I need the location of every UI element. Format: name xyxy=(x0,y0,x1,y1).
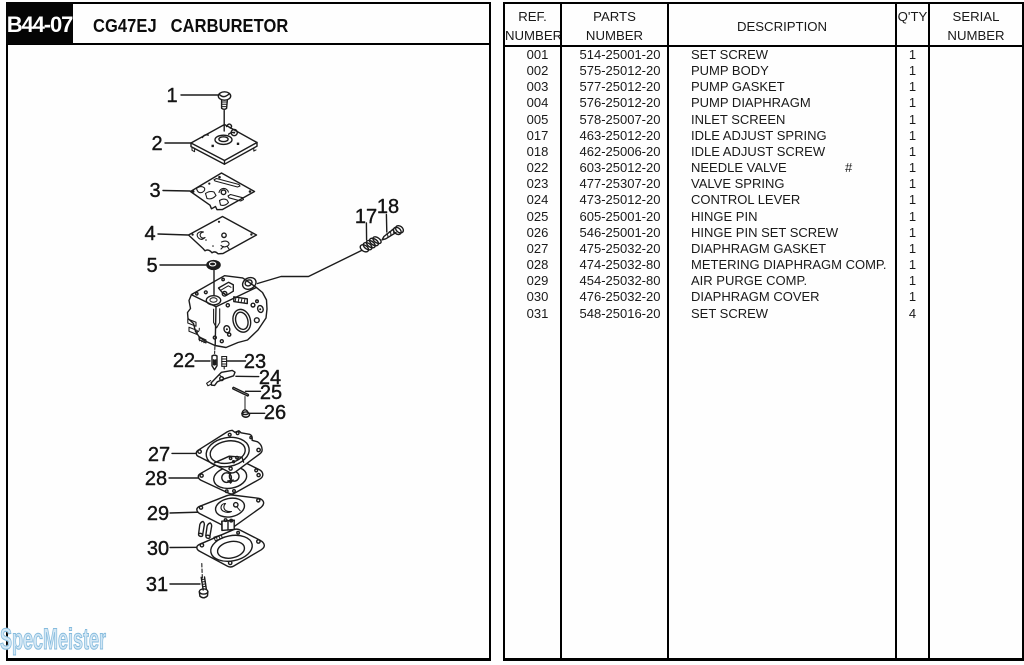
svg-text:28: 28 xyxy=(145,468,167,490)
svg-text:25: 25 xyxy=(260,382,282,404)
svg-text:27: 27 xyxy=(148,444,170,466)
svg-text:4: 4 xyxy=(144,223,155,245)
svg-text:17: 17 xyxy=(355,206,377,228)
svg-text:31: 31 xyxy=(146,574,168,596)
svg-text:1: 1 xyxy=(166,85,177,107)
svg-text:23: 23 xyxy=(244,351,266,373)
svg-text:2: 2 xyxy=(151,133,162,155)
svg-text:26: 26 xyxy=(264,402,286,424)
svg-text:3: 3 xyxy=(149,180,160,202)
svg-text:24: 24 xyxy=(259,367,281,389)
svg-text:30: 30 xyxy=(147,538,169,560)
svg-text:29: 29 xyxy=(147,503,169,525)
svg-text:5: 5 xyxy=(146,255,157,277)
svg-text:18: 18 xyxy=(377,196,399,218)
svg-text:22: 22 xyxy=(173,350,195,372)
